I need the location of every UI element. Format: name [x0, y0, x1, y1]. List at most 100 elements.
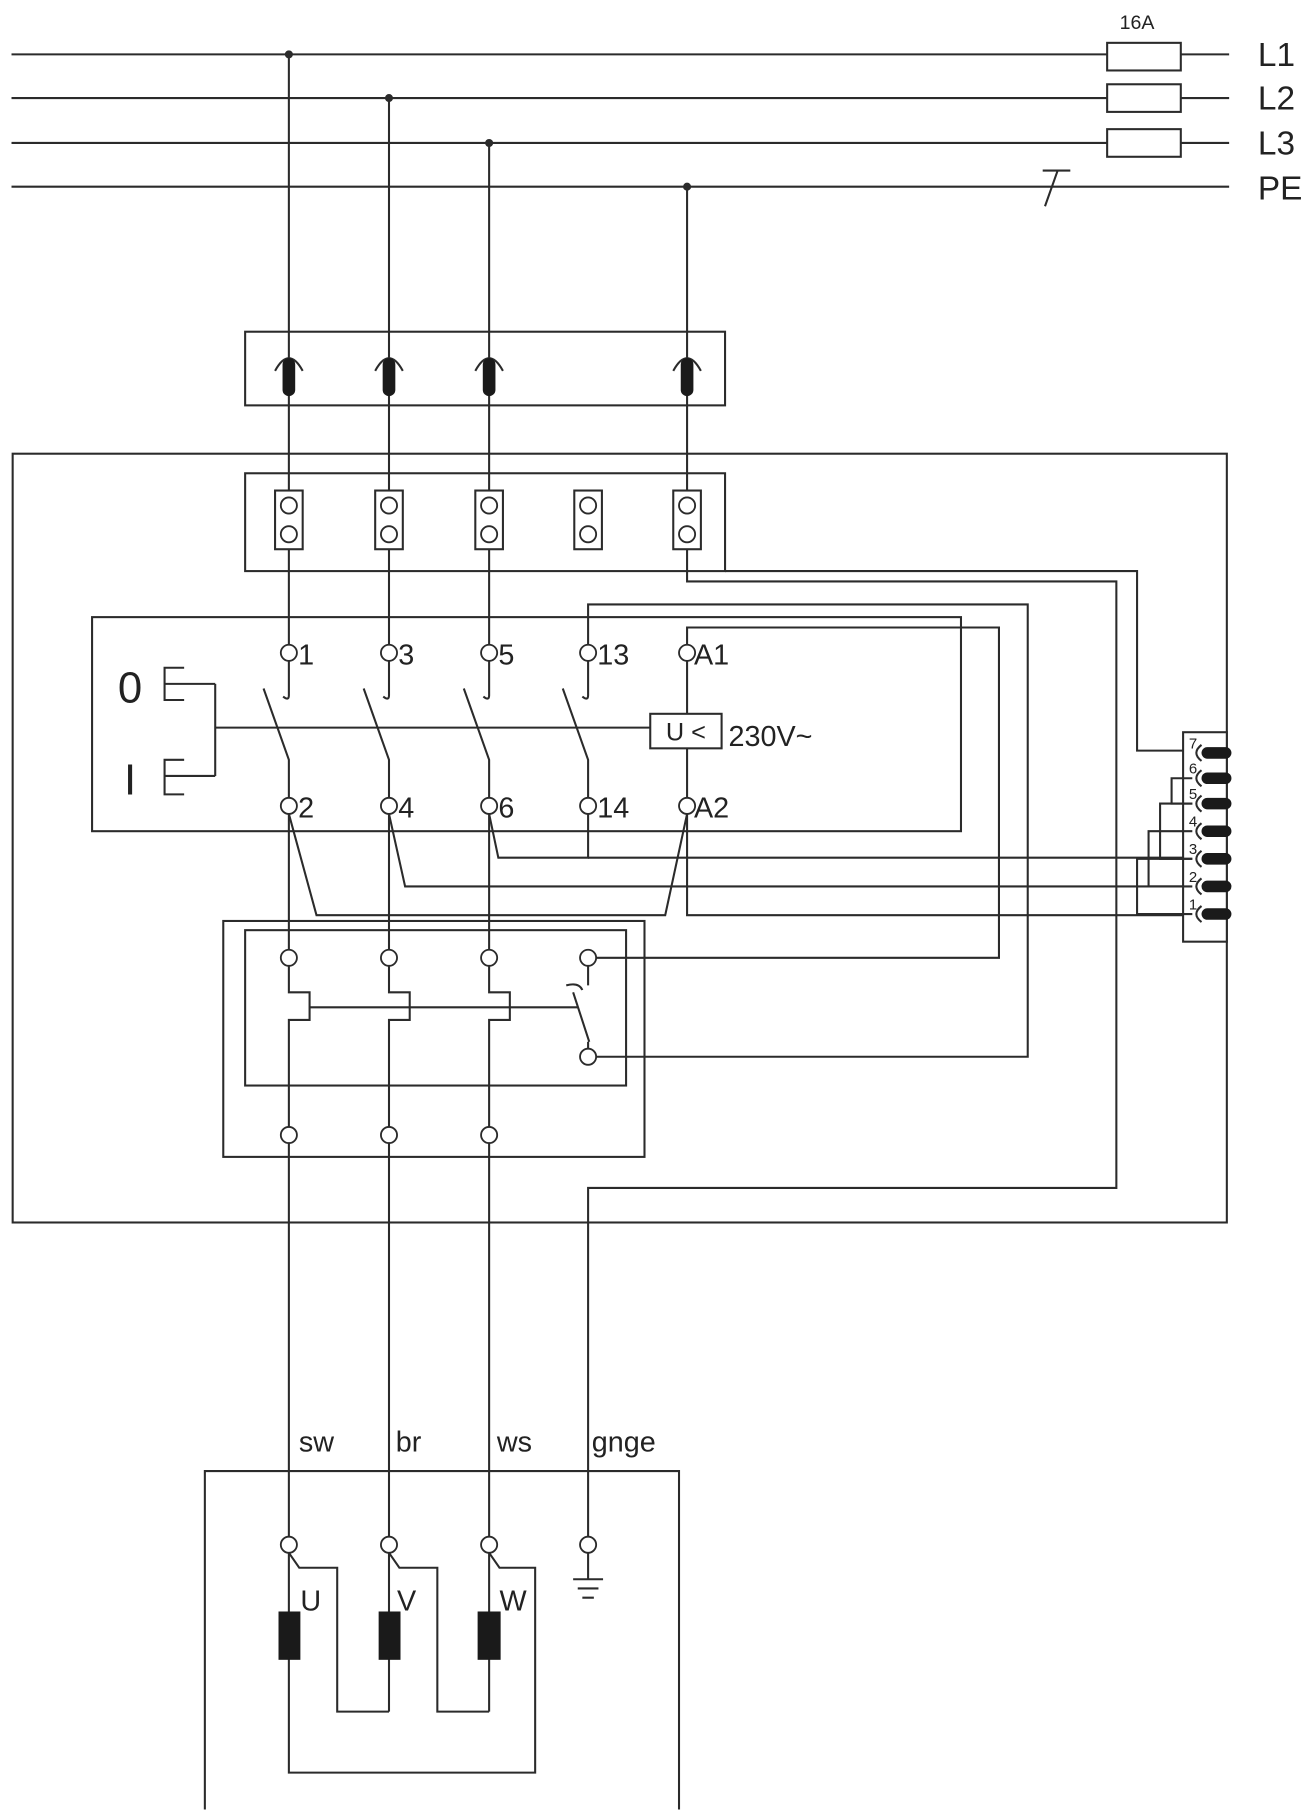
bus-junctions	[284, 50, 692, 191]
wire-a1-to-overload-contact	[596, 626, 1000, 959]
contact-pole-3: 5 6	[462, 639, 514, 824]
wire-4-to-pin-2	[387, 813, 1186, 888]
pin-icon	[282, 358, 296, 397]
contact-blade-icon	[462, 688, 491, 798]
wire-color-br: br	[396, 1427, 422, 1459]
terminal-circle	[380, 643, 398, 662]
pin-number: 1	[1189, 896, 1197, 913]
terminal-label-top: 13	[597, 639, 629, 671]
pin-number: 3	[1189, 841, 1197, 858]
socket-arc-icon	[1195, 822, 1203, 841]
plug-housing	[244, 330, 727, 407]
winding-wire-u	[287, 1552, 537, 1774]
pin-icon	[1201, 880, 1232, 893]
terminal-circle	[678, 796, 697, 815]
label-l2: L2	[1258, 81, 1295, 118]
connector-pin-3: 3	[1189, 841, 1232, 868]
terminal-block	[244, 472, 727, 573]
wire-color-gnge: gnge	[592, 1427, 656, 1459]
wire-color-ws: ws	[496, 1427, 532, 1459]
pin-icon	[1201, 825, 1232, 837]
label-pe: PE	[1258, 170, 1303, 207]
socket-arc-icon	[1195, 877, 1203, 896]
pushbutton-off-icon	[163, 666, 216, 702]
winding-u-coil-icon	[278, 1611, 301, 1660]
connector-pin-4: 4	[1189, 814, 1232, 841]
undervoltage-coil-box	[649, 712, 723, 750]
overload-housing-inner	[244, 929, 628, 1087]
button-on-label: I	[124, 755, 136, 804]
terminal-circle	[380, 796, 398, 815]
bimetal-2-icon	[387, 965, 411, 1127]
plug-connector	[244, 330, 727, 407]
connector-pin-2: 2	[1189, 869, 1232, 896]
switch-housing	[91, 616, 963, 833]
pin-number: 5	[1189, 786, 1197, 803]
button-off-label: 0	[118, 663, 142, 712]
contact-pole-1: 1 2	[262, 639, 314, 824]
socket-arc-icon	[1195, 905, 1203, 923]
plug-pin-pe	[672, 357, 702, 397]
terminal-circle	[579, 1047, 598, 1066]
connector-pin-1: 1	[1189, 896, 1232, 923]
plug-pin-l2	[374, 357, 404, 397]
wire-a2-to-pin-1	[686, 813, 1186, 917]
motor-terminal-w	[480, 1535, 499, 1554]
connector-pin-5: 5	[1189, 786, 1232, 813]
terminal-label-top: 3	[398, 639, 414, 671]
fuses: 16A	[1106, 12, 1182, 158]
contact-blade-icon	[561, 688, 590, 798]
ground-icon	[573, 1552, 604, 1599]
pe-to-ground-wire	[587, 549, 1118, 1537]
socket-arc-icon	[1195, 769, 1203, 788]
pin-icon	[1201, 772, 1232, 785]
pin-icon	[1201, 853, 1232, 865]
overload-housing-outer	[222, 919, 646, 1158]
wire-to-connector-pin-7	[725, 570, 1186, 752]
winding-label-u: U	[300, 1585, 321, 1617]
pin-icon	[382, 358, 396, 397]
motor-housing	[203, 1470, 681, 1810]
terminal-circle	[579, 643, 598, 662]
screw-icon	[579, 496, 598, 515]
fixed-contact-icon	[482, 660, 491, 700]
contact-pole-2: 3 4	[362, 639, 414, 824]
winding-label-w: W	[499, 1585, 527, 1617]
pin-icon	[482, 358, 496, 397]
label-l3: L3	[1258, 125, 1295, 162]
terminal-circle	[678, 643, 697, 662]
terminal-label-bottom: 6	[498, 792, 514, 824]
pin-number: 2	[1189, 869, 1197, 886]
terminal-label-bottom: 14	[597, 792, 629, 824]
contact-blade-icon	[262, 688, 290, 798]
pin-number: 4	[1189, 814, 1197, 831]
bimetal-3-icon	[488, 965, 511, 1127]
bimetal-1-icon	[287, 965, 311, 1127]
contact-blade-icon	[362, 688, 391, 798]
motor-protection-switch: 0 I 1 2 3 4 5 6	[91, 616, 963, 833]
screw-icon	[279, 525, 298, 544]
control-connector: 7 6 5 4 3 2 1	[1136, 731, 1232, 943]
fuse-rating-label: 16A	[1120, 12, 1155, 34]
terminal-circle	[380, 948, 398, 967]
pin-number: 6	[1189, 761, 1197, 778]
terminal-2	[374, 489, 404, 551]
screw-icon	[380, 525, 398, 544]
motor: sw br ws gnge U V W	[203, 1427, 681, 1810]
terminal-circle	[579, 948, 598, 967]
terminal-circle	[480, 1126, 499, 1145]
terminal-label-bottom: 2	[298, 792, 314, 824]
winding-label-v: V	[397, 1585, 417, 1617]
pe-marker	[1042, 169, 1071, 207]
pin-number: 7	[1189, 735, 1197, 752]
wire-color-sw: sw	[299, 1427, 334, 1459]
junction-pe	[683, 182, 692, 191]
motor-terminal-v	[380, 1535, 398, 1554]
screw-icon	[480, 525, 499, 544]
terminal-label-top: 5	[498, 639, 514, 671]
terminal-circle	[279, 796, 298, 815]
terminal-block-housing	[244, 472, 727, 573]
fuse-l1	[1106, 41, 1182, 72]
fuse-l2	[1106, 83, 1182, 113]
connector-pin-6: 6	[1189, 761, 1232, 788]
